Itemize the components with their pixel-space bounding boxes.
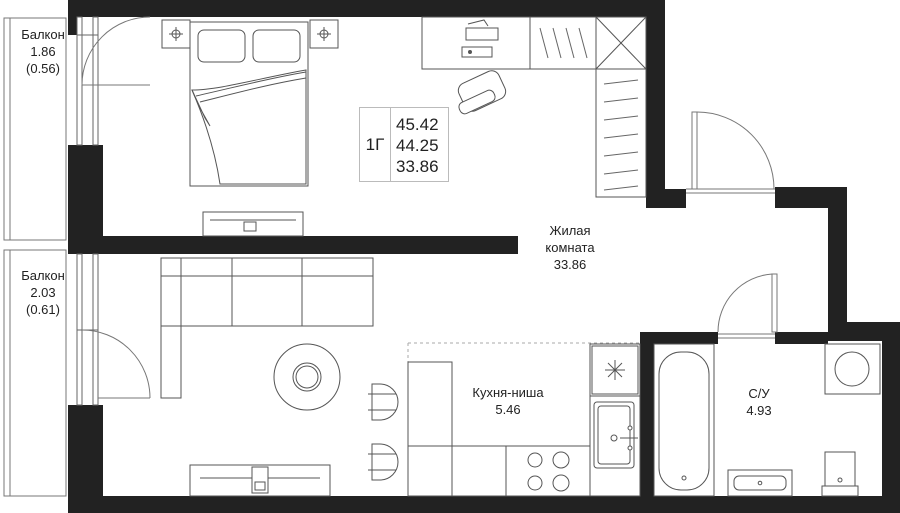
total-area: 45.42 <box>396 115 439 134</box>
living-room-label: Жилая комната 33.86 <box>530 222 610 273</box>
balcony-2-area-reduced: (0.61) <box>26 302 60 317</box>
living-room-name-line2: комната <box>545 240 595 255</box>
balcony-2-outline <box>3 249 67 497</box>
bathroom-area: 4.93 <box>746 403 772 418</box>
kitchen-sink <box>593 401 638 469</box>
living-room-area: 33.86 <box>553 257 587 272</box>
kitchen-name: Кухня-ниша <box>472 385 544 400</box>
apartment-type-code: 1Г <box>360 108 391 181</box>
cooktop <box>527 451 570 492</box>
balcony-1-area: 1.86 <box>30 44 56 59</box>
wardrobe <box>529 16 647 198</box>
desk-chair <box>457 70 507 115</box>
bathroom-door <box>717 273 778 339</box>
bathroom-sink <box>727 469 793 497</box>
balcony-1-area-reduced: (0.56) <box>26 61 60 76</box>
entrance-door <box>686 111 775 194</box>
balcony-1-label: Балкон 1.86 (0.56) <box>4 26 82 77</box>
living-room-name-line1: Жилая <box>549 223 591 238</box>
kitchen-label: Кухня-ниша 5.46 <box>458 384 558 418</box>
living-area: 33.86 <box>396 157 439 176</box>
tv-stand-living <box>189 464 331 497</box>
balcony-1-outline <box>3 17 67 241</box>
balcony-2-area: 2.03 <box>30 285 56 300</box>
apartment-summary-box: 1Г 45.42 44.25 33.86 <box>359 107 449 182</box>
balcony-door-swings <box>81 16 151 399</box>
washing-machine <box>824 343 881 395</box>
balcony-2-label: Балкон 2.03 (0.61) <box>4 267 82 318</box>
bed <box>189 21 309 187</box>
bathroom-label: С/У 4.93 <box>730 385 788 419</box>
apartment-areas: 45.42 44.25 33.86 <box>396 114 439 177</box>
bedside-lamps <box>161 19 339 49</box>
dining-chairs <box>368 383 399 481</box>
bathroom-name: С/У <box>748 386 770 401</box>
fridge <box>591 345 639 395</box>
balcony-1-name: Балкон <box>21 27 65 42</box>
sofa <box>160 257 374 399</box>
walls <box>68 0 900 513</box>
kitchen-niche-outline <box>407 342 640 362</box>
tv-stand-bedroom <box>202 211 304 237</box>
bathtub <box>653 343 715 497</box>
desk <box>421 16 531 70</box>
area-without-balconies: 44.25 <box>396 136 439 155</box>
toilet <box>821 451 859 497</box>
balcony-2-name: Балкон <box>21 268 65 283</box>
kitchen-area: 5.46 <box>495 402 521 417</box>
coffee-table <box>273 343 341 411</box>
